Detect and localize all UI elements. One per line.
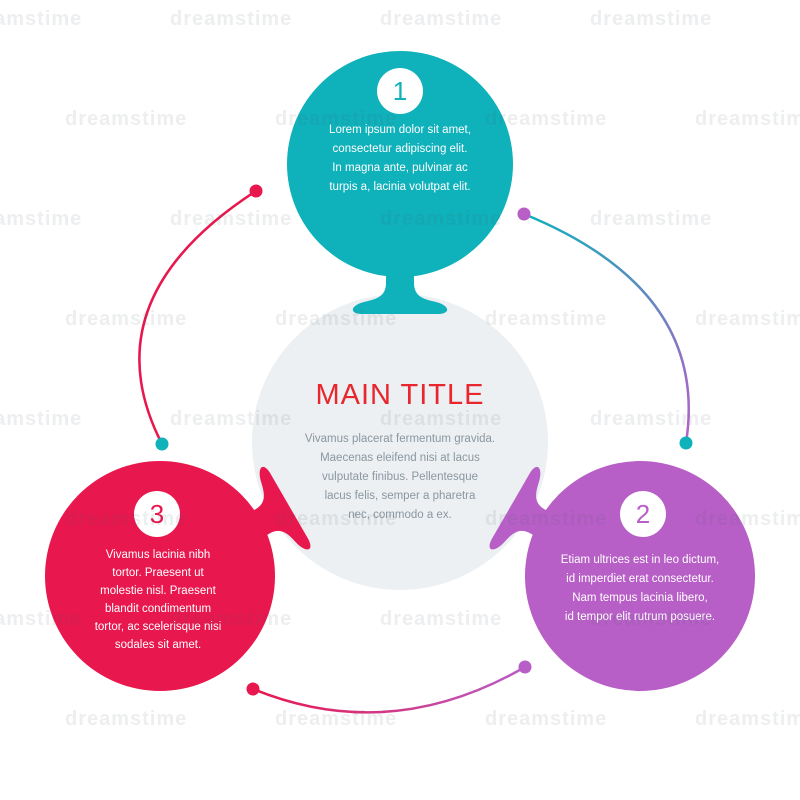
step1-number: 1	[392, 75, 408, 106]
center-body-text: Vivamus placerat fermentum gravida. Maec…	[304, 433, 496, 521]
step3-circle	[45, 461, 275, 691]
arc-right	[523, 212, 690, 444]
step3-number: 3	[149, 498, 165, 529]
dot-red-top-left	[249, 184, 263, 198]
dot-teal-right	[679, 436, 693, 450]
step2-circle	[525, 461, 755, 691]
arc-left	[138, 189, 257, 445]
step1-circle	[287, 51, 513, 277]
center-circle	[252, 294, 548, 590]
step1-body-text: Lorem ipsum dolor sit amet, consectetur …	[329, 124, 471, 193]
dot-purple-bottom	[518, 660, 532, 674]
dot-teal-left	[155, 437, 169, 451]
step1-number-badge: 1	[377, 68, 423, 114]
step2-number: 2	[635, 498, 651, 529]
arc-bottom	[252, 665, 526, 714]
main-title: MAIN TITLE	[315, 379, 485, 411]
dot-purple-top-right	[517, 207, 531, 221]
step2-number-badge: 2	[620, 491, 666, 537]
dot-red-bottom	[246, 682, 260, 696]
step3-body-text: Vivamus lacinia nibh tortor. Praesent ut…	[94, 549, 222, 651]
step3-number-badge: 3	[134, 491, 180, 537]
step2-body-text: Etiam ultrices est in leo dictum, id imp…	[560, 554, 720, 623]
